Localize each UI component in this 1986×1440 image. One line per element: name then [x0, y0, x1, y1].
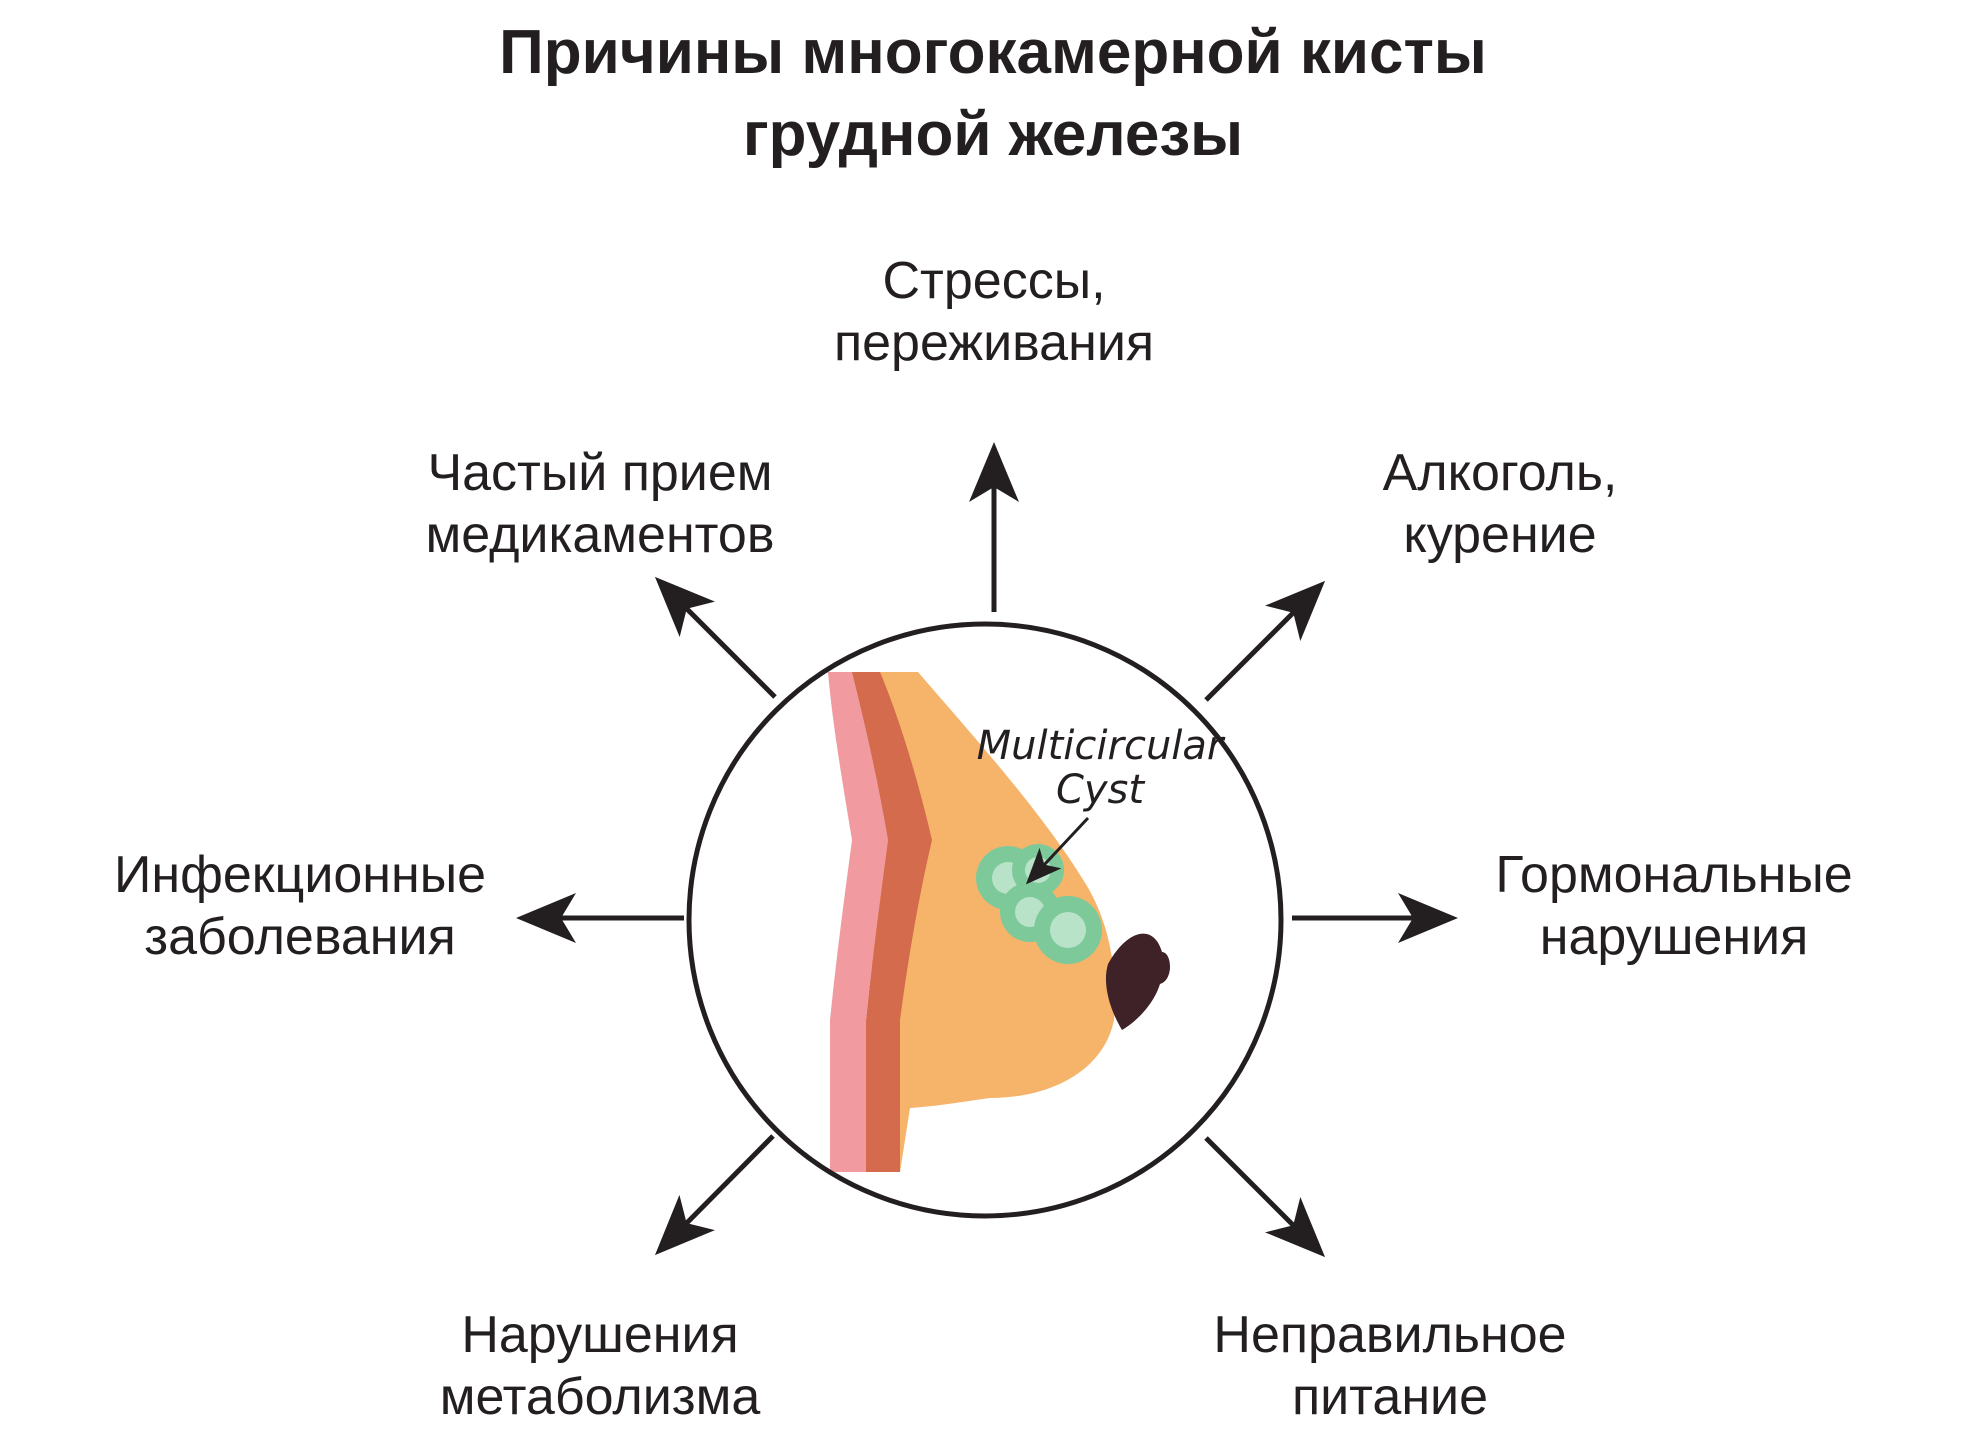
arrow-top-left	[654, 576, 777, 699]
cause-medication: Частый прием медикаментов	[380, 442, 820, 566]
nipple	[1105, 933, 1170, 1030]
muscle-layer	[848, 672, 932, 1172]
cause-nutrition-line-2: питание	[1291, 1368, 1489, 1426]
cyst-label-line-1: Multicircular	[976, 723, 1224, 769]
cause-nutrition: Неправильное питание	[1160, 1304, 1620, 1428]
arrow-bottom-left	[654, 1134, 775, 1256]
cause-nutrition-line-1: Неправильное	[1213, 1306, 1567, 1364]
cyst-pointer	[1025, 816, 1090, 885]
arrows	[516, 442, 1458, 1258]
cause-metabolism-line-1: Нарушения	[461, 1306, 739, 1364]
cyst-label-line-2: Cyst	[1055, 767, 1145, 813]
cause-metabolism: Нарушения метаболизма	[390, 1304, 810, 1428]
cause-infection-line-1: Инфекционные	[113, 846, 487, 904]
cause-alcohol-line-2: курение	[1403, 506, 1597, 564]
cause-metabolism-line-2: метаболизма	[439, 1368, 761, 1426]
arrow-top-right	[1204, 580, 1326, 702]
cyst-chamber	[1050, 912, 1086, 948]
cause-stress-line-2: переживания	[833, 314, 1155, 372]
cause-hormonal: Гормональные нарушения	[1444, 844, 1904, 968]
cause-hormonal-line-1: Гормональные	[1495, 846, 1853, 904]
diagram-title: Причины многокамерной кисты грудной желе…	[0, 12, 1986, 176]
center-circle	[686, 621, 1284, 1219]
cyst-label: Multicircular Cyst	[968, 724, 1232, 812]
cause-infection: Инфекционные заболевания	[80, 844, 520, 968]
cause-stress-line-1: Стрессы,	[882, 252, 1106, 310]
cause-medication-line-2: медикаментов	[425, 506, 775, 564]
cause-stress: Стрессы, переживания	[764, 250, 1224, 374]
cause-medication-line-1: Частый прием	[427, 444, 773, 502]
title-line-2: грудной железы	[742, 100, 1244, 169]
breast-tissue	[860, 672, 1115, 1172]
title-line-1: Причины многокамерной кисты	[499, 18, 1487, 87]
cause-hormonal-line-2: нарушения	[1539, 908, 1809, 966]
breast-illustration	[828, 672, 1170, 1172]
arrow-bottom-right	[1204, 1136, 1326, 1258]
cause-alcohol-line-1: Алкоголь,	[1382, 444, 1618, 502]
skin-layer	[828, 672, 888, 1172]
cause-alcohol-smoking: Алкоголь, курение	[1330, 442, 1670, 566]
cause-infection-line-2: заболевания	[144, 908, 456, 966]
